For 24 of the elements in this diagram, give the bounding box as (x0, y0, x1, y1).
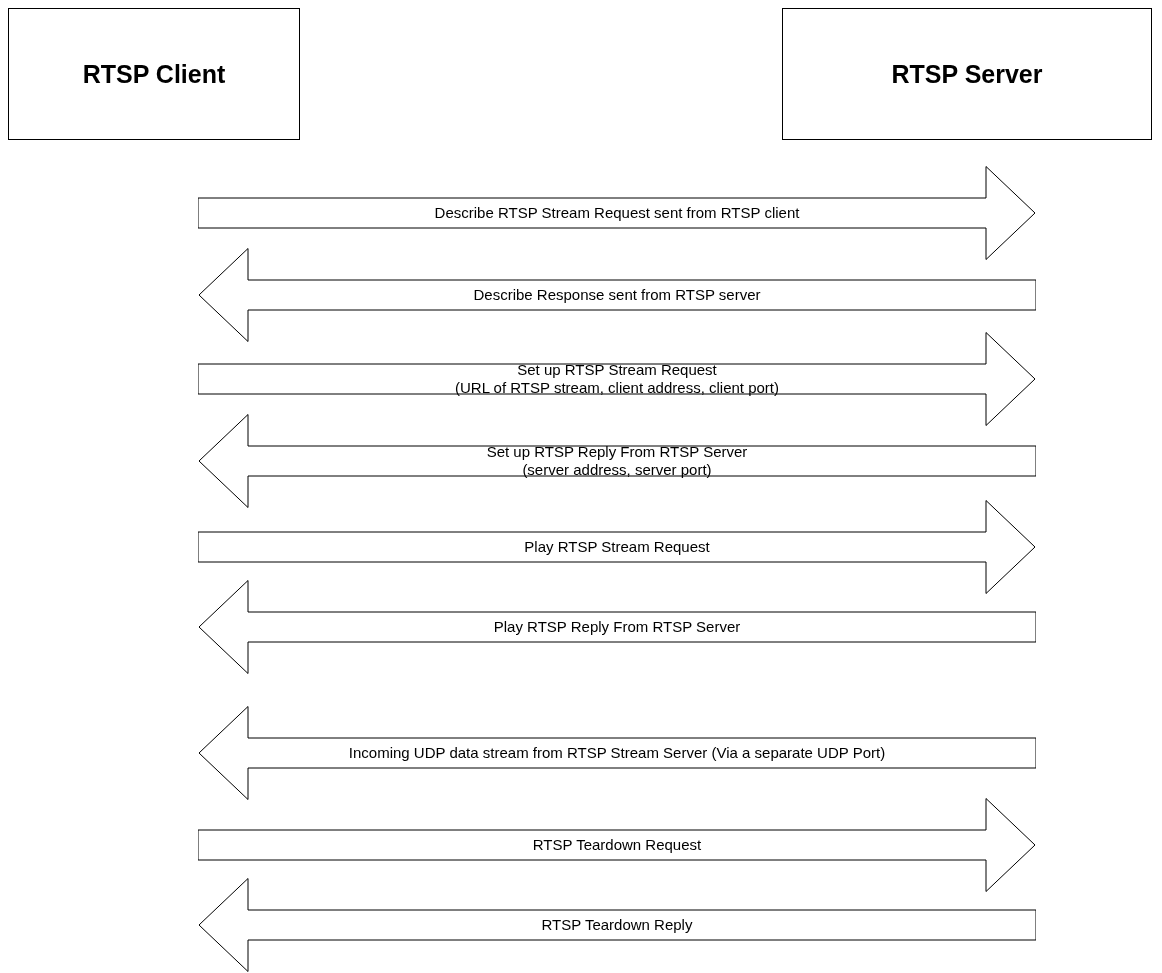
left-pointing-message-box (198, 414, 1036, 508)
message-label: RTSP Teardown Request (532, 836, 702, 854)
message-label: Play RTSP Stream Request (524, 538, 710, 556)
message-label: Incoming UDP data stream from RTSP Stream Server (Via a separate UDP Port) (348, 744, 886, 762)
right-pointing-message-box (198, 166, 1036, 260)
message-label: Set up RTSP Stream Request (517, 361, 717, 379)
message-label: (URL of RTSP stream, client address, client port) (455, 379, 779, 397)
message-label: Describe RTSP Stream Request sent from RTSP client (434, 204, 800, 222)
left-pointing-message-box (198, 248, 1036, 342)
right-pointing-message-box (198, 798, 1036, 892)
message-label: Describe Response sent from RTSP server (473, 286, 761, 304)
message-label: Set up RTSP Reply From RTSP Server (486, 443, 748, 461)
right-pointing-message-box (198, 332, 1036, 426)
right-pointing-message-box (198, 500, 1036, 594)
participant-name: RTSP Client (82, 59, 226, 89)
message-label: Play RTSP Reply From RTSP Server (493, 618, 741, 636)
participant-box (8, 8, 300, 140)
left-pointing-message-box (198, 580, 1036, 674)
left-pointing-message-box (198, 706, 1036, 800)
message-label: RTSP Teardown Reply (541, 916, 693, 934)
participant-box (782, 8, 1152, 140)
message-label: (server address, server port) (522, 461, 712, 479)
participant-name: RTSP Server (891, 59, 1043, 89)
left-pointing-message-box (198, 878, 1036, 972)
